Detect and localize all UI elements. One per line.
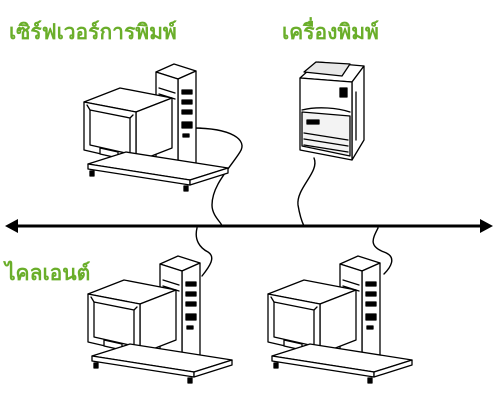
client-computer-icon	[87, 255, 233, 384]
client2-cable-line	[372, 227, 393, 275]
printer-label: เครื่องพิมพ์	[282, 20, 379, 44]
client1-cable-line	[195, 227, 213, 277]
print-server-computer-icon	[83, 63, 229, 192]
printer-cable-line	[297, 157, 316, 227]
left-arrow-icon	[5, 219, 18, 233]
laser-printer-icon	[299, 61, 365, 161]
clients-label: ไคลเอนต์	[5, 261, 91, 285]
print-server-label: เซิร์ฟเวอร์การพิมพ์	[9, 20, 177, 44]
right-arrow-icon	[480, 219, 493, 233]
client-computer-icon	[267, 255, 413, 384]
